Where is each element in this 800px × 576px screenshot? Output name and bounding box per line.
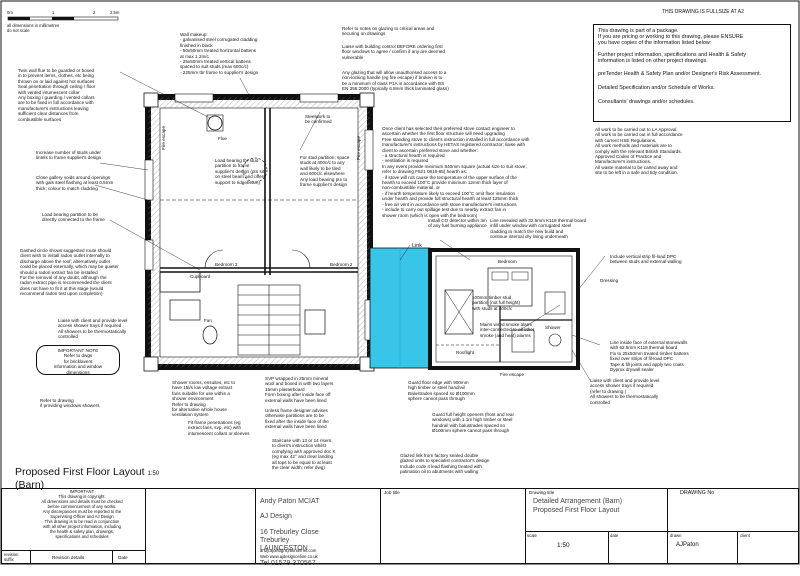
label-fire-escape-right: Fire escape bbox=[356, 135, 361, 160]
note-svp: SVP wrapped in 25mm mineral wool and box… bbox=[265, 376, 334, 403]
note-glazing-unauth: Any glazing that will allow unauthorised… bbox=[342, 70, 449, 92]
title-scale: 1:50 bbox=[147, 471, 160, 477]
revision-date: Date bbox=[118, 555, 128, 560]
note-load-bearing-tbr: Load bearing tbr stud partition to frame… bbox=[215, 158, 266, 185]
note-co-detector: Install CO detector within 3m of any fue… bbox=[428, 218, 487, 229]
label-fire-escape-bottom: Fire escape bbox=[500, 372, 525, 377]
drawn-label: drawn bbox=[670, 533, 682, 538]
label-bedroom: Bedroom bbox=[498, 259, 517, 264]
label-link: Link bbox=[412, 243, 422, 249]
job-title-label: Job title bbox=[384, 490, 400, 495]
note-wall-makeup: Wall makeup: - galvanised steel corrugat… bbox=[180, 32, 259, 75]
note-line-left: Line revealed with 32.5mm K118 thermal b… bbox=[490, 218, 587, 240]
designer-email: andy.ajdesign@btinternet.com bbox=[260, 548, 317, 553]
revision-suffix: revision suffix bbox=[4, 552, 19, 562]
designer-web: Web www.ajdesignonline.co.uk bbox=[260, 554, 318, 559]
important-copyright: IMPORTANT This drawing is copyright. All… bbox=[41, 489, 123, 539]
drawn-value: AJPaton bbox=[676, 542, 699, 548]
label-rooflight: Rooflight bbox=[456, 350, 475, 355]
notice-p2: Further project information, specificati… bbox=[598, 52, 747, 65]
note-refer-windows: Refer to drawing if providing windows sh… bbox=[40, 398, 100, 409]
note-fit-frame: Fit frame penetrations (eg extract fans,… bbox=[188, 420, 250, 436]
title-text: Proposed First Floor Layout bbox=[15, 466, 145, 478]
label-cupboard: Cupboard bbox=[190, 274, 211, 279]
scale-tick-1: 1 bbox=[52, 10, 55, 15]
note-vertical-strip: Include vertical strip fil-load DPC betw… bbox=[610, 254, 682, 265]
drawing-main-title: Proposed First Floor Layout 1:50 bbox=[15, 466, 159, 480]
leader-lines bbox=[94, 71, 606, 381]
designer-address: 16 Treburley Close Treburley LAUNCESTON bbox=[260, 528, 319, 552]
note-stud-partition: For stud partition; space studs at 400c/… bbox=[300, 155, 350, 188]
label-bedroom-3: Bedroom 3 bbox=[215, 262, 238, 267]
general-notes: All work to be carried out to LA Approva… bbox=[595, 127, 683, 176]
label-dressing: Dressing bbox=[600, 278, 619, 283]
client-label: client bbox=[740, 533, 750, 538]
note-liaise-left: Liaise with client and provide level acc… bbox=[58, 318, 128, 340]
note-glazed-link: Glazed link from factory sealed double g… bbox=[400, 453, 490, 475]
note-twin-wall-flue: Twin wall flue to be guarded or boxed in… bbox=[18, 68, 96, 122]
left-building-plan bbox=[143, 92, 375, 372]
designer-block: Andy Paton MCIAT AJ Design 16 Treburley … bbox=[260, 490, 319, 576]
drawing-title-line1: Detailed Arrangement (Barn) bbox=[533, 498, 623, 505]
scale-tick-2: 2 bbox=[93, 10, 96, 15]
notice-p5: Consultants' drawings and/or schedules. bbox=[598, 99, 695, 105]
note-load-partition: Load bearing partition to be directly co… bbox=[42, 212, 105, 223]
scale-bar bbox=[7, 16, 119, 21]
designer-tel: Tel 01579 370567 bbox=[260, 560, 316, 568]
label-fan: Fan bbox=[204, 318, 212, 323]
scale-tick-3: 2.5m bbox=[110, 10, 120, 15]
label-shower: Shower bbox=[545, 325, 561, 330]
note-smoke-alarm: Mains wired smoke alarm inter-connected … bbox=[480, 322, 535, 338]
note-radon: Dashed circle shows suggested route shou… bbox=[20, 248, 119, 297]
note-building-control: Liaise with building control BEFORE orde… bbox=[342, 44, 445, 60]
note-steelwork: Steelwork to be confirmed bbox=[305, 114, 332, 125]
note-stove: Once client has selected their preferred… bbox=[382, 126, 530, 218]
label-fire-escape-left: Fire escape bbox=[161, 125, 166, 150]
note-studs: Increase number of studs under lintels t… bbox=[36, 150, 102, 161]
drawing-title-line2: Proposed First Floor Layout bbox=[533, 507, 620, 514]
important-note-box: IMPORTANT NOTE Refer to dwgs for brickla… bbox=[36, 345, 120, 375]
label-bedroom-2: Bedroom 2 bbox=[330, 262, 353, 267]
scale-tick-0: 0m bbox=[7, 10, 13, 15]
scale-label: scale bbox=[527, 533, 537, 538]
note-fullheight: Guard full height openers (front and rea… bbox=[432, 412, 514, 434]
title-block bbox=[1, 488, 799, 564]
scale-note: all dimensions in millimetres do not sca… bbox=[7, 23, 60, 33]
note-gallery-voids: Close gallery voids around openings with… bbox=[36, 175, 114, 191]
drawing-no-label: DRAWING No bbox=[680, 490, 715, 496]
note-line-right: Line inside face of external stonewalls … bbox=[610, 340, 689, 373]
notice-p4: Detailed Specification and/or Schedule o… bbox=[598, 85, 715, 91]
note-liaise-right: Liaise with client and provide level acc… bbox=[590, 378, 660, 405]
revision-details: Revision details bbox=[52, 555, 85, 560]
note-guard: Guard floor edge with 900mm high timber … bbox=[408, 380, 475, 402]
date-label: date bbox=[610, 533, 619, 538]
notice-p1: This drawing is part of a package. If yo… bbox=[598, 28, 744, 47]
drawing-title-label: Drawing title bbox=[529, 490, 555, 495]
important-note: IMPORTANT NOTE Refer to dwgs for brickla… bbox=[53, 348, 103, 375]
scale-value: 1:50 bbox=[557, 542, 570, 549]
note-unless: Unless frame designer advises otherwise … bbox=[265, 408, 329, 430]
right-building-plan bbox=[428, 248, 580, 370]
notice-p3: preTender Health & Safety Plan and/or De… bbox=[598, 71, 762, 77]
fullsize-note: THIS DRAWING IS FULLSIZE AT A2 bbox=[662, 9, 744, 15]
note-timber-partition: 100mm timber stud partition (not full he… bbox=[472, 295, 521, 311]
designer-company: AJ Design bbox=[260, 513, 292, 521]
notice-box: This drawing is part of a package. If yo… bbox=[593, 24, 791, 122]
note-staircase: Staircase with 13 or 14 risers to client… bbox=[272, 438, 336, 471]
designer-name: Andy Paton MCIAT bbox=[260, 497, 320, 505]
note-shower: Shower rooms, ensuites, etc to have 15l/… bbox=[172, 380, 236, 418]
label-flue: Flue bbox=[218, 136, 227, 141]
note-glazing: Refer to notes on glazing to critical ar… bbox=[342, 26, 435, 37]
